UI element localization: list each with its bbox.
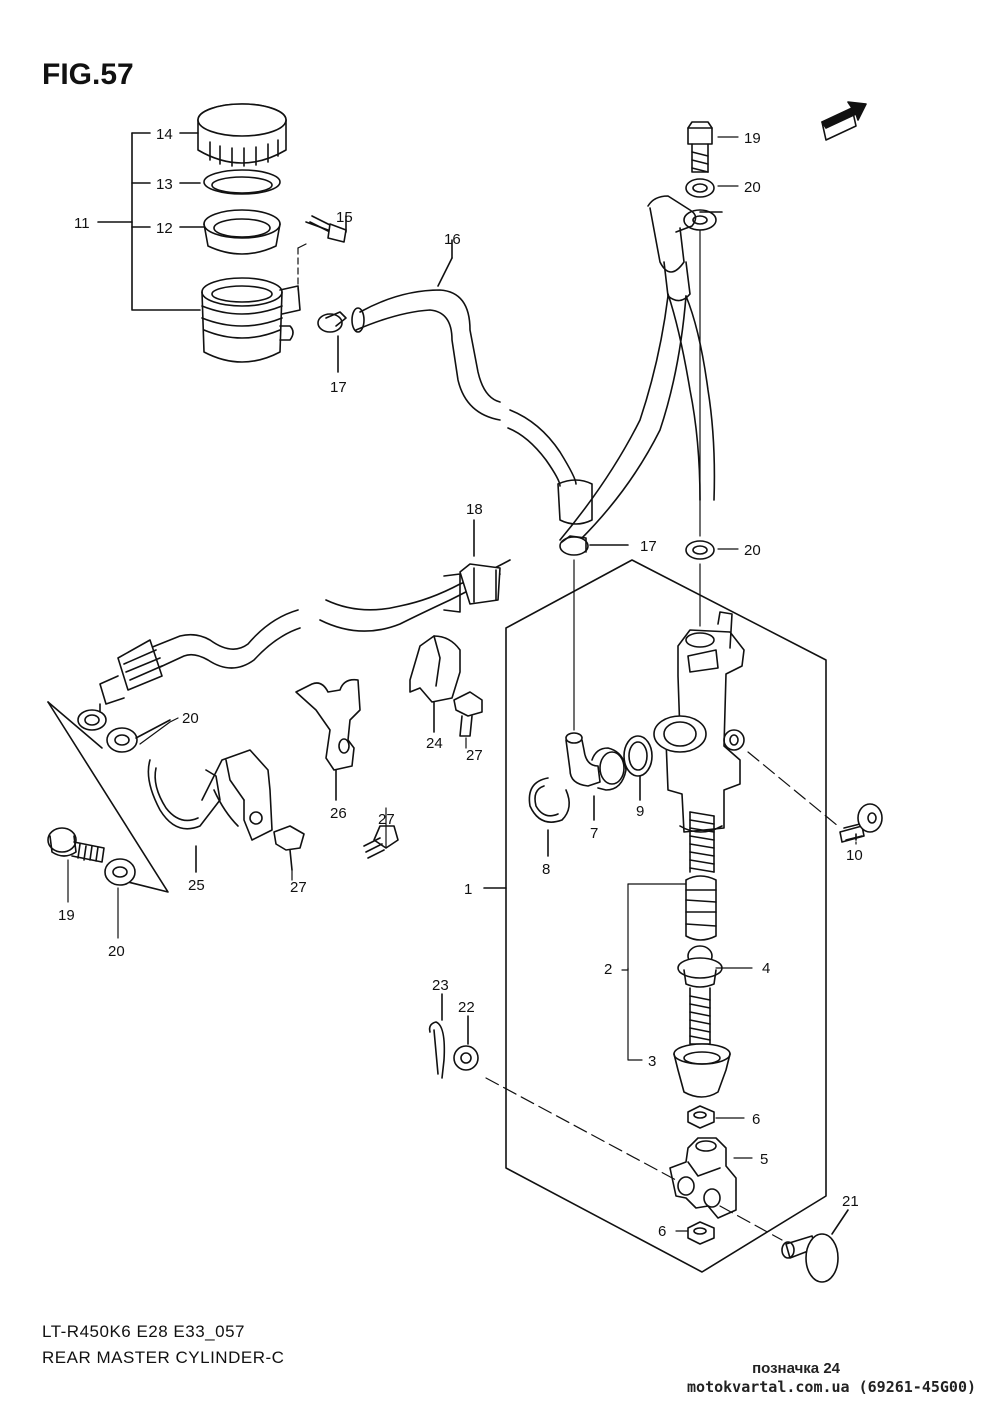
callout-labels: 14 13 11 12 15 16 17 19 20 18 17 20 20 2… xyxy=(58,126,863,1240)
callout-21: 21 xyxy=(842,1193,859,1210)
reservoir-body xyxy=(201,277,301,363)
figure-title: FIG.57 xyxy=(42,58,134,91)
piston-kit xyxy=(685,875,717,941)
washer-upper xyxy=(685,178,715,198)
washer-left-lower xyxy=(104,858,136,886)
callout-2: 2 xyxy=(604,961,612,978)
reservoir-cap xyxy=(197,103,287,167)
callout-24: 24 xyxy=(426,735,443,752)
alignment-lines xyxy=(297,243,839,1241)
leader-lines xyxy=(67,136,857,1232)
group-bracket-11 xyxy=(97,132,205,311)
callout-4: 4 xyxy=(762,960,770,977)
callout-8: 8 xyxy=(542,861,550,878)
callout-20-left: 20 xyxy=(182,710,199,727)
mounting-bolt xyxy=(839,803,883,843)
callout-16: 16 xyxy=(444,231,461,248)
callout-18: 18 xyxy=(466,501,483,518)
callout-25: 25 xyxy=(188,877,205,894)
hose-clamp-18 xyxy=(443,519,501,613)
callout-20-upper: 20 xyxy=(744,179,761,196)
washer-middle xyxy=(685,540,715,560)
callout-17-lower: 17 xyxy=(640,538,657,555)
callout-1: 1 xyxy=(464,881,472,898)
callout-17-upper: 17 xyxy=(330,379,347,396)
screw-15 xyxy=(305,215,347,243)
clevis xyxy=(669,1137,737,1219)
model-code: LT-R450K6 E28 E33_057 xyxy=(42,1322,245,1341)
o-ring xyxy=(623,735,653,801)
callout-11: 11 xyxy=(74,215,90,232)
screw-27-c xyxy=(273,825,305,871)
hose-bracket-26 xyxy=(295,678,361,801)
callout-19-upper: 19 xyxy=(744,130,761,147)
callout-14: 14 xyxy=(156,126,173,143)
master-cylinder-group-frame xyxy=(483,559,827,1273)
part-tag: позначка 24 xyxy=(752,1360,840,1377)
hose-clamp-lower xyxy=(559,535,629,556)
dust-boot xyxy=(673,1043,731,1098)
callout-20-lower: 20 xyxy=(108,943,125,960)
callout-27-c: 27 xyxy=(290,879,307,896)
reservoir-hose xyxy=(351,239,593,525)
callout-22: 22 xyxy=(458,999,475,1016)
banjo-bolt-lower xyxy=(47,827,105,863)
master-cylinder-body xyxy=(653,611,745,833)
pin-washer xyxy=(453,1015,479,1071)
callout-27-a: 27 xyxy=(466,747,483,764)
hose-bracket-24 xyxy=(409,635,461,733)
clevis-pin xyxy=(781,1209,849,1283)
screw-27-a xyxy=(453,691,483,737)
hose-clamp-upper xyxy=(317,311,347,373)
circlip xyxy=(528,777,570,857)
callout-6-lower: 6 xyxy=(658,1223,666,1240)
lock-nut-upper xyxy=(687,1105,715,1129)
callout-6-upper: 6 xyxy=(752,1111,760,1128)
watermark: motokvartal.com.ua (69261-45G00) xyxy=(687,1378,976,1396)
callout-9: 9 xyxy=(636,803,644,820)
callout-10: 10 xyxy=(846,847,863,864)
left-callout-triangle xyxy=(47,701,169,893)
callout-23: 23 xyxy=(432,977,449,994)
callout-5: 5 xyxy=(760,1151,768,1168)
lock-nut-lower xyxy=(687,1221,715,1245)
callout-7: 7 xyxy=(590,825,598,842)
reservoir-assembly xyxy=(197,103,301,363)
push-rod xyxy=(677,945,723,1045)
screw-27-b xyxy=(363,825,399,859)
banjo-bolt-upper xyxy=(687,121,713,173)
callout-12: 12 xyxy=(156,220,173,237)
callout-13: 13 xyxy=(156,176,173,193)
cotter-pin xyxy=(428,993,446,1079)
hose-joint xyxy=(565,732,627,821)
callout-27-b: 27 xyxy=(378,811,395,828)
callout-19-lower: 19 xyxy=(58,907,75,924)
section-name: REAR MASTER CYLINDER-C xyxy=(42,1348,285,1367)
callout-20-middle: 20 xyxy=(744,542,761,559)
brake-hose-upper xyxy=(559,195,723,541)
washer-left-upper xyxy=(106,719,171,753)
callout-15: 15 xyxy=(336,209,353,226)
return-spring xyxy=(689,811,715,873)
diaphragm xyxy=(203,209,281,255)
forward-arrow xyxy=(821,101,867,141)
hose-bracket-25 xyxy=(147,749,273,873)
callout-26: 26 xyxy=(330,805,347,822)
callout-3: 3 xyxy=(648,1053,656,1070)
diaphragm-plate xyxy=(203,169,281,195)
